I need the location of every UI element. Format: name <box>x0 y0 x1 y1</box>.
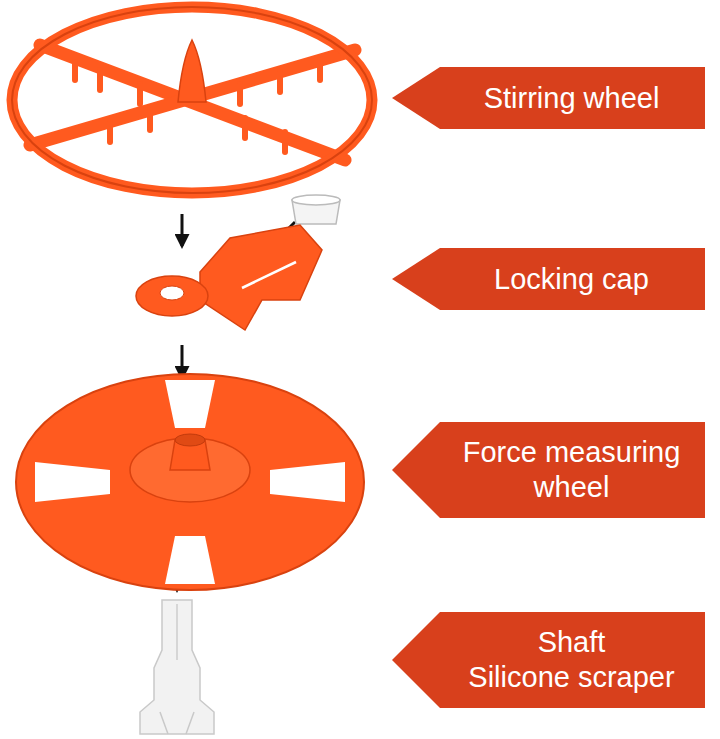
locking-cap <box>200 225 322 330</box>
callout-text-group: ShaftSilicone scraper <box>392 612 705 708</box>
force-measuring-wheel <box>165 536 215 584</box>
callout-arrow-shape <box>392 422 705 518</box>
stirring-wheel <box>317 60 323 80</box>
callout-label: Force measuring wheel <box>392 422 705 518</box>
locking-cap <box>136 276 208 316</box>
stirring-wheel <box>72 62 78 80</box>
stirring-wheel <box>282 132 288 152</box>
part-name: Force measuring wheel <box>450 435 693 505</box>
stirring-wheel <box>277 72 283 92</box>
part-name: Locking cap <box>450 262 693 297</box>
assembly-arrow <box>181 345 184 378</box>
shaft-scraper <box>140 600 214 734</box>
callout-text-group: Stirring wheel <box>392 67 705 129</box>
part-name: Stirring wheel <box>450 81 693 116</box>
part-name: Shaft <box>450 625 693 660</box>
stirring-wheel <box>97 70 103 90</box>
force-measuring-wheel <box>175 434 205 446</box>
force-measuring-wheel <box>35 462 110 502</box>
scraper-insert <box>292 195 340 205</box>
callout-label: Stirring wheel <box>392 67 705 129</box>
stirring-wheel <box>178 40 206 102</box>
callout-text-group: Locking cap <box>392 248 705 310</box>
force-measuring-wheel <box>16 374 364 590</box>
force-measuring-wheel <box>16 374 364 590</box>
stirring-wheel <box>12 7 372 193</box>
callout-text-group: Force measuring wheel <box>392 422 705 518</box>
stirring-wheel <box>12 7 372 193</box>
force-measuring-wheel <box>165 380 215 428</box>
callout-arrow-shape <box>392 248 705 310</box>
locking-cap <box>242 262 296 288</box>
shaft-scraper <box>176 604 178 660</box>
shaft-scraper <box>160 712 194 734</box>
stirring-wheel <box>137 84 143 104</box>
stirring-wheel <box>107 122 113 142</box>
force-measuring-wheel <box>130 438 250 502</box>
stirring-wheel <box>237 84 243 104</box>
scraper-insert <box>292 195 340 224</box>
callout-arrow-shape <box>392 612 705 708</box>
assembly-arrow <box>181 214 184 246</box>
shaft-scraper <box>140 600 214 734</box>
callout-arrow-shape <box>392 67 705 129</box>
part-name: Silicone scraper <box>450 660 693 695</box>
force-measuring-wheel <box>270 462 345 502</box>
locking-cap <box>160 286 184 300</box>
stirring-wheel <box>242 118 248 138</box>
callout-label: Locking cap <box>392 248 705 310</box>
stirring-wheel <box>12 7 372 193</box>
callout-label: ShaftSilicone scraper <box>392 612 705 708</box>
stirring-wheel <box>147 110 153 130</box>
locking-cap <box>136 225 322 330</box>
